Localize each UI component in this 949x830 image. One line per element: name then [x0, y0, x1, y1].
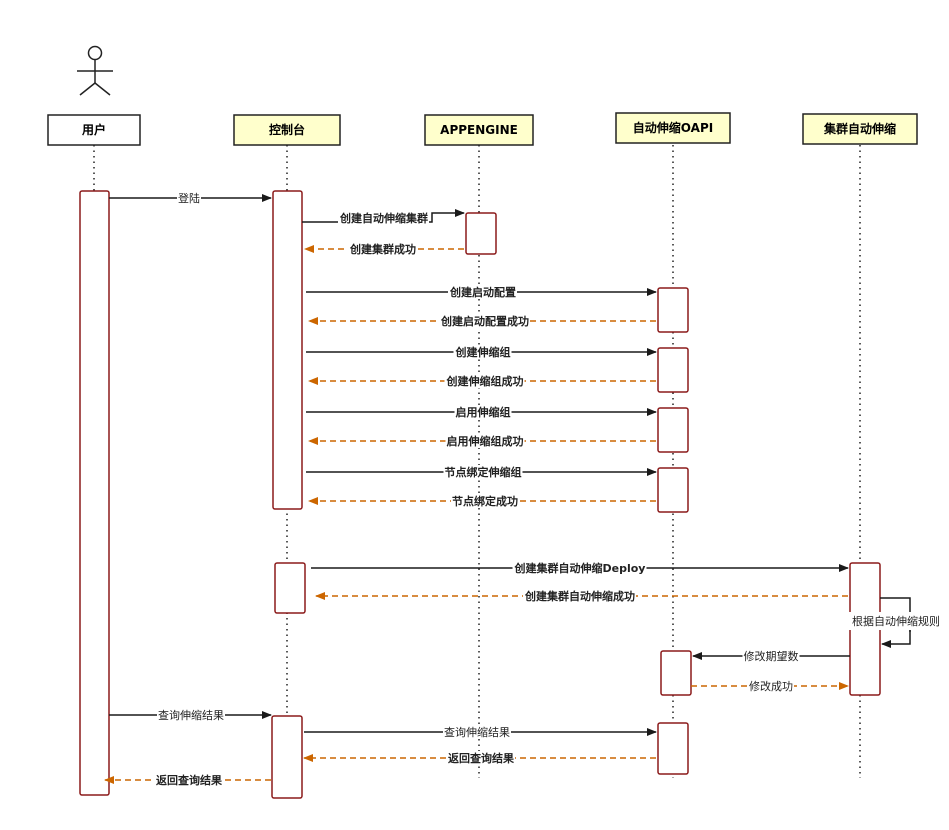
message-arrow [880, 597, 911, 616]
message-label: 启用伸缩组 [456, 405, 511, 419]
self-label-bg [846, 612, 948, 630]
message-label: 创建启动配置成功 [440, 314, 529, 328]
participant-label: 用户 [81, 122, 106, 137]
label-halo [451, 494, 519, 508]
message-label: 修改成功 [749, 679, 793, 693]
participant-label: 控制台 [269, 122, 305, 137]
label-halo [523, 589, 636, 603]
participant-heads: 用户 控制台 APPENGINE 自动伸缩OAPI 集群自动伸缩 [47, 112, 918, 146]
message-label: 创建集群自动伸缩Deploy [514, 561, 646, 575]
message-label: 节点绑定成功 [452, 494, 518, 508]
actor-stick-figure-icon [77, 45, 113, 96]
label-halo [512, 561, 647, 575]
activation-oapi-4 [657, 467, 689, 513]
message-label: 创建伸缩组 [455, 345, 511, 359]
activation-user [79, 190, 110, 796]
label-halo [443, 725, 511, 739]
message-label: 修改期望数 [744, 649, 799, 663]
message-label: 启用伸缩组成功 [447, 434, 524, 448]
messages: 登陆 创建自动伸缩集群 创建集群成功 创建启动配置 创建启动配置成功 创建伸缩组… [104, 191, 948, 787]
label-halo [177, 191, 201, 205]
message-label: 查询伸缩结果 [444, 725, 510, 739]
activation-console-1 [272, 190, 303, 510]
message-label: 查询伸缩结果 [158, 708, 224, 722]
label-halo [338, 211, 429, 225]
label-halo [447, 751, 515, 765]
activation-console-2 [274, 562, 306, 614]
message-label: 节点绑定伸缩组 [445, 465, 522, 479]
participant-cluster: 集群自动伸缩 [802, 113, 918, 145]
message-label: 创建集群成功 [349, 242, 416, 256]
label-halo [742, 649, 800, 663]
label-halo [348, 242, 417, 256]
participant-label: 自动伸缩OAPI [633, 120, 713, 135]
label-halo [748, 679, 794, 693]
label-halo [157, 708, 225, 722]
label-halo [445, 434, 525, 448]
activation-appengine [465, 212, 497, 255]
label-halo [453, 345, 512, 359]
participant-label: 集群自动伸缩 [823, 121, 896, 136]
message-label: 根据自动伸缩规则 [852, 614, 940, 628]
participant-appengine: APPENGINE [424, 114, 534, 146]
activation-oapi-3 [657, 407, 689, 453]
message-label: 创建伸缩组成功 [446, 374, 524, 388]
message-label: 返回查询结果 [156, 773, 222, 787]
label-halo [454, 405, 512, 419]
activation-bars [79, 190, 881, 799]
participant-user: 用户 [47, 114, 141, 146]
label-halo [444, 374, 525, 388]
message-label: 创建集群自动伸缩成功 [524, 589, 635, 603]
label-halo [443, 465, 523, 479]
message-arrow [881, 630, 911, 648]
label-halo [155, 773, 223, 787]
activation-oapi-6 [657, 722, 689, 775]
message-label: 登陆 [178, 191, 200, 205]
participant-console: 控制台 [233, 114, 341, 146]
message-label: 返回查询结果 [448, 751, 514, 765]
participant-label: APPENGINE [440, 123, 518, 137]
participant-oapi: 自动伸缩OAPI [615, 112, 731, 144]
message-label: 创建启动配置 [449, 285, 516, 299]
message-label: 创建自动伸缩集群 [339, 211, 428, 225]
label-halo [448, 285, 517, 299]
activation-console-3 [271, 715, 303, 799]
activation-oapi-5 [660, 650, 692, 696]
activation-oapi-1 [657, 287, 689, 333]
activation-oapi-2 [657, 347, 689, 393]
label-halo [439, 314, 530, 328]
